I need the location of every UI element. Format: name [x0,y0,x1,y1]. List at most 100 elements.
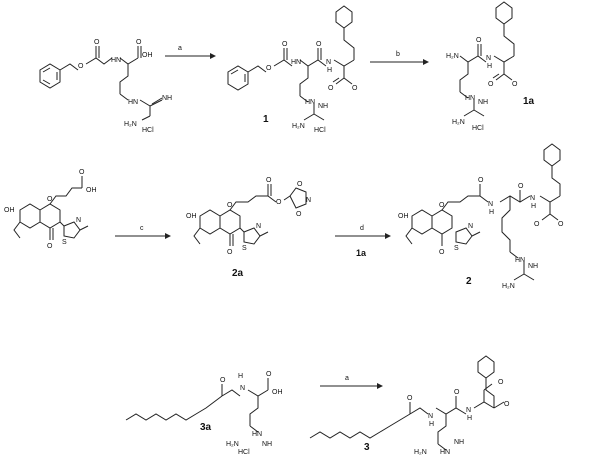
atom-o: O [220,377,226,384]
atom-o: O [328,85,334,92]
atom-n: N [76,217,81,224]
atom-o: O [407,395,413,402]
atom-nh: NH [318,103,328,110]
atom-o: O [488,81,494,88]
atom-h: H [467,415,472,422]
atom-o: O [94,39,100,46]
atom-o: O [78,63,84,70]
atom-n: N [530,195,535,202]
atom-h2n: H₂N [226,441,239,448]
compound-2a-structure [193,184,307,246]
atom-o: O [316,41,322,48]
atom-nh: NH [528,263,538,270]
chromone-acid-structure [13,176,89,240]
atom-ho: OH [186,213,197,220]
atom-hn: HN [291,59,301,66]
atom-s: S [454,245,459,252]
cbz-arginine-structure [39,46,163,121]
compound-1a-structure [459,1,515,117]
reagent-label-1a: 1a [356,248,367,258]
atom-n: N [306,197,311,204]
atom-hn: HN [111,57,121,64]
atom-o: O [439,249,445,256]
atom-hcl: HCl [238,449,250,456]
reagent-label: a [178,45,182,52]
atom-nh: NH [262,441,272,448]
atom-o: O [518,183,524,190]
atom-h2n: H₂N [446,53,459,60]
atom-hn: HN [440,449,450,456]
atom-oh: OH [86,187,97,194]
compound-3a-structure [125,378,269,433]
atom-h: H [531,203,536,210]
atom-o: O [352,85,358,92]
atom-o: O [504,401,510,408]
atom-o: O [454,389,460,396]
compound-3-structure [309,355,505,451]
atom-hcl: HCl [142,127,154,134]
atom-hn: HN [128,99,138,106]
atom-h: H [429,421,434,428]
atom-n: N [466,407,471,414]
atom-h: H [327,67,332,74]
compound-label-2a: 2a [232,268,244,279]
reagent-label: c [140,225,144,232]
atom-hn: HN [465,95,475,102]
atom-s: S [62,239,67,246]
atom-n: N [256,223,261,230]
reagent-label: a [345,375,349,382]
compound-2-structure [405,143,561,281]
atom-hn: HN [252,431,262,438]
reagent-label: b [396,51,400,58]
atom-o: O [79,169,85,176]
atom-o: O [47,196,53,203]
atom-h2n: H₂N [124,121,137,128]
atom-n: N [488,201,493,208]
atom-o: O [136,39,142,46]
atom-h2n: H₂N [292,123,305,130]
atom-hcl: HCl [472,125,484,132]
atom-o: O [498,379,504,386]
atom-o: O [439,202,445,209]
atom-o: O [47,243,53,250]
compound-label-3a: 3a [200,422,212,433]
compound-1-structure [227,5,355,121]
atom-h: H [238,373,243,380]
compound-label-1a: 1a [523,96,535,107]
atom-o: O [478,177,484,184]
atom-n: N [240,385,245,392]
compound-label-2: 2 [466,276,472,287]
atom-o: O [266,371,272,378]
atom-o: O [558,221,564,228]
atom-hn: HN [515,257,525,264]
compound-label-1: 1 [263,114,269,125]
atom-o: O [227,249,233,256]
atom-o: O [282,41,288,48]
atom-h: H [489,209,494,216]
atom-h2n: H₂N [452,119,465,126]
atom-n: N [486,55,491,62]
atom-ho: OH [398,213,409,220]
atom-hcl: HCl [314,127,326,134]
atom-oh: OH [142,52,153,59]
atom-hn: HN [305,99,315,106]
atom-n: N [326,59,331,66]
reagent-label: d [360,225,364,232]
atom-o: O [512,81,518,88]
atom-n: N [428,413,433,420]
atom-h2n: H₂N [502,283,515,290]
atom-o: O [476,37,482,44]
atom-o: O [227,202,233,209]
atom-o: O [276,199,282,206]
atom-ho: OH [4,207,15,214]
atom-nh: NH [478,99,488,106]
atom-o: O [297,181,303,188]
atom-h2n: H₂N [414,449,427,456]
atom-o: O [266,177,272,184]
atom-o: O [534,221,540,228]
atom-o: O [266,65,272,72]
atom-nh: NH [162,95,172,102]
compound-label-3: 3 [364,442,370,453]
